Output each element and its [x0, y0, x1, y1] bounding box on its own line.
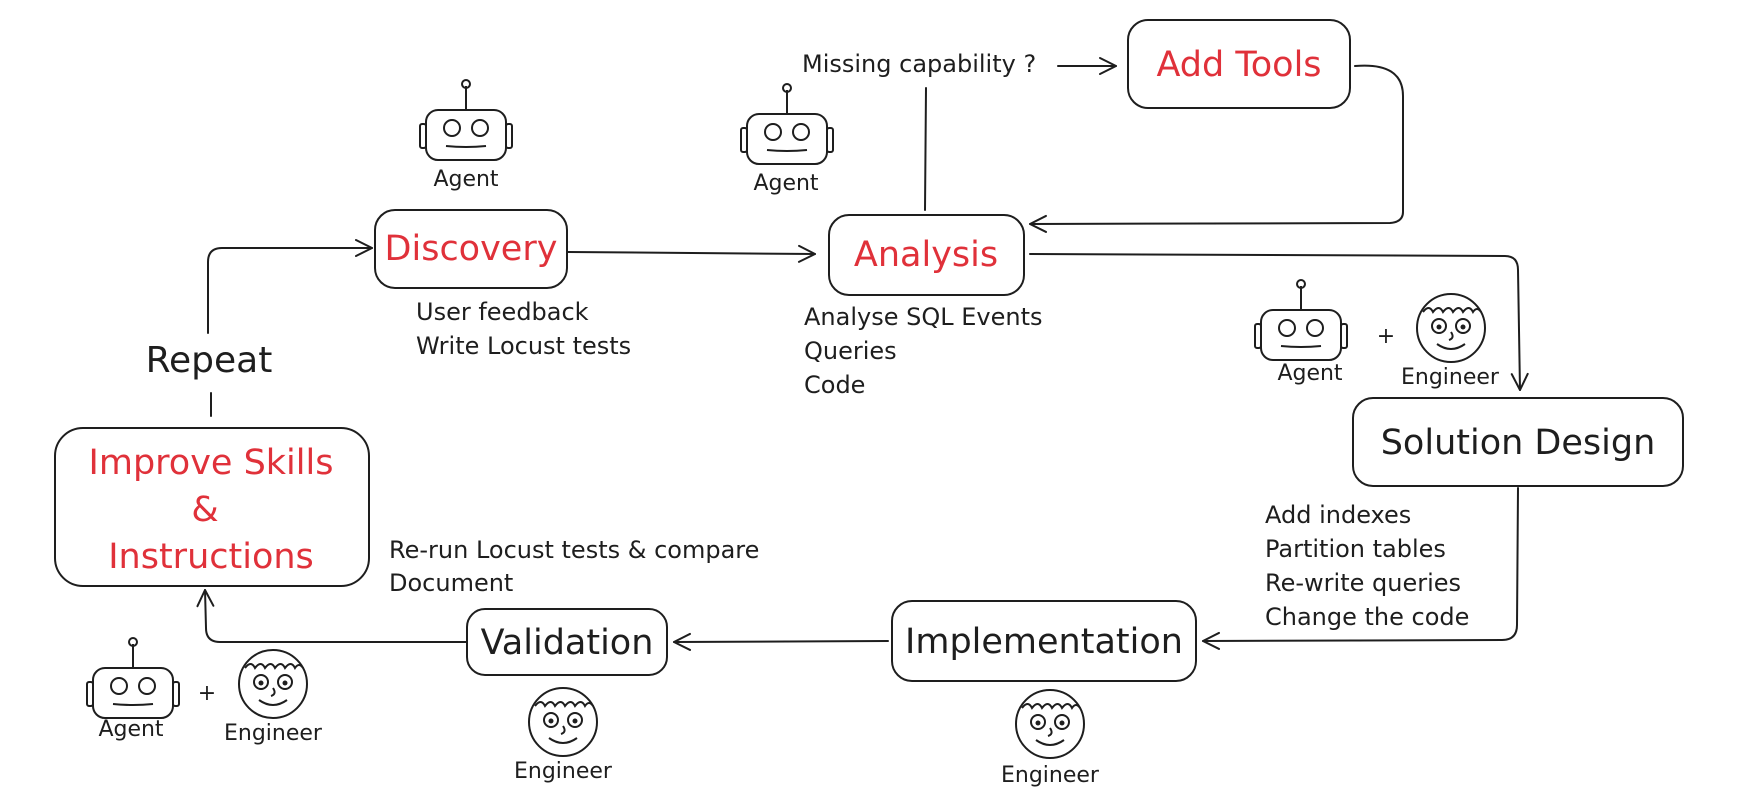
discovery-note-2: Write Locust tests — [416, 332, 631, 360]
arrow-add-tools-to-analysis — [1029, 64, 1404, 233]
engineer-validation: Engineer — [514, 687, 613, 784]
solution-note-1: Add indexes — [1265, 501, 1411, 529]
node-add-tools-label: Add Tools — [1156, 45, 1321, 85]
node-discovery: Discovery — [374, 209, 568, 289]
agent-discovery: Agent — [419, 79, 513, 192]
analysis-note-2: Queries — [804, 337, 897, 365]
node-implementation-label: Implementation — [905, 622, 1183, 662]
engineer-implementation-label: Engineer — [1001, 763, 1100, 788]
agent-solution-label: Agent — [1277, 361, 1342, 386]
plus-improve: + — [198, 681, 216, 706]
arrow-solution-design-to-implementation — [1202, 487, 1519, 650]
engineer-face-icon — [1416, 293, 1486, 363]
discovery-note-1: User feedback — [416, 298, 589, 326]
node-solution-design-label: Solution Design — [1381, 423, 1656, 463]
discovery-notes: User feedback Write Locust tests — [416, 298, 631, 360]
validation-note-2: Document — [389, 569, 513, 597]
agent-discovery-label: Agent — [433, 167, 498, 192]
agent-improve-label: Agent — [98, 717, 163, 742]
engineer-improve-label: Engineer — [224, 721, 323, 746]
node-validation-label: Validation — [481, 623, 654, 663]
arrow-repeat-to-discovery — [207, 239, 373, 334]
robot-icon — [86, 637, 180, 719]
arrow-validation-to-improve — [196, 589, 467, 643]
arrow-discovery-to-analysis — [567, 244, 816, 263]
missing-capability-label: Missing capability ? — [802, 50, 1036, 78]
node-improve-line1: Improve Skills — [89, 443, 334, 483]
node-analysis-label: Analysis — [854, 235, 998, 275]
validation-note-1: Re-run Locust tests & compare — [389, 536, 759, 564]
agent-engineer-solution: Agent + Engineer — [1254, 279, 1500, 390]
validation-notes: Re-run Locust tests & compare Document — [389, 536, 759, 597]
agent-engineer-improve: Agent + Engineer — [86, 637, 323, 746]
node-analysis: Analysis — [828, 214, 1025, 296]
analysis-note-3: Code — [804, 371, 865, 399]
engineer-face-icon — [1015, 689, 1085, 759]
line-analysis-to-capability — [924, 87, 927, 211]
agent-analysis: Agent — [740, 83, 834, 196]
robot-icon — [1254, 279, 1348, 361]
engineer-face-icon — [528, 687, 598, 757]
arrow-analysis-to-solution-design — [1029, 253, 1529, 391]
solution-note-2: Partition tables — [1265, 535, 1446, 563]
engineer-face-icon — [238, 649, 308, 719]
node-add-tools: Add Tools — [1127, 19, 1351, 109]
node-improve-skills: Improve Skills & Instructions — [54, 427, 370, 587]
engineer-implementation: Engineer — [1001, 689, 1100, 788]
node-solution-design: Solution Design — [1352, 397, 1684, 487]
solution-design-notes: Add indexes Partition tables Re-write qu… — [1265, 501, 1469, 631]
repeat-label: Repeat — [146, 340, 273, 381]
agent-analysis-label: Agent — [753, 171, 818, 196]
node-implementation: Implementation — [891, 600, 1197, 682]
analysis-note-1: Analyse SQL Events — [804, 303, 1043, 331]
solution-note-3: Re-write queries — [1265, 569, 1461, 597]
connectors — [196, 57, 1529, 651]
node-discovery-label: Discovery — [385, 229, 558, 269]
node-improve-line3: Instructions — [108, 537, 314, 577]
engineer-solution-label: Engineer — [1401, 365, 1500, 390]
node-validation: Validation — [466, 608, 668, 676]
arrow-implementation-to-validation — [673, 632, 889, 651]
robot-icon — [740, 83, 834, 165]
analysis-notes: Analyse SQL Events Queries Code — [804, 303, 1043, 399]
solution-note-4: Change the code — [1265, 603, 1469, 631]
node-improve-line2: & — [191, 490, 218, 530]
robot-icon — [419, 79, 513, 161]
plus-solution: + — [1377, 324, 1395, 349]
engineer-validation-label: Engineer — [514, 759, 613, 784]
